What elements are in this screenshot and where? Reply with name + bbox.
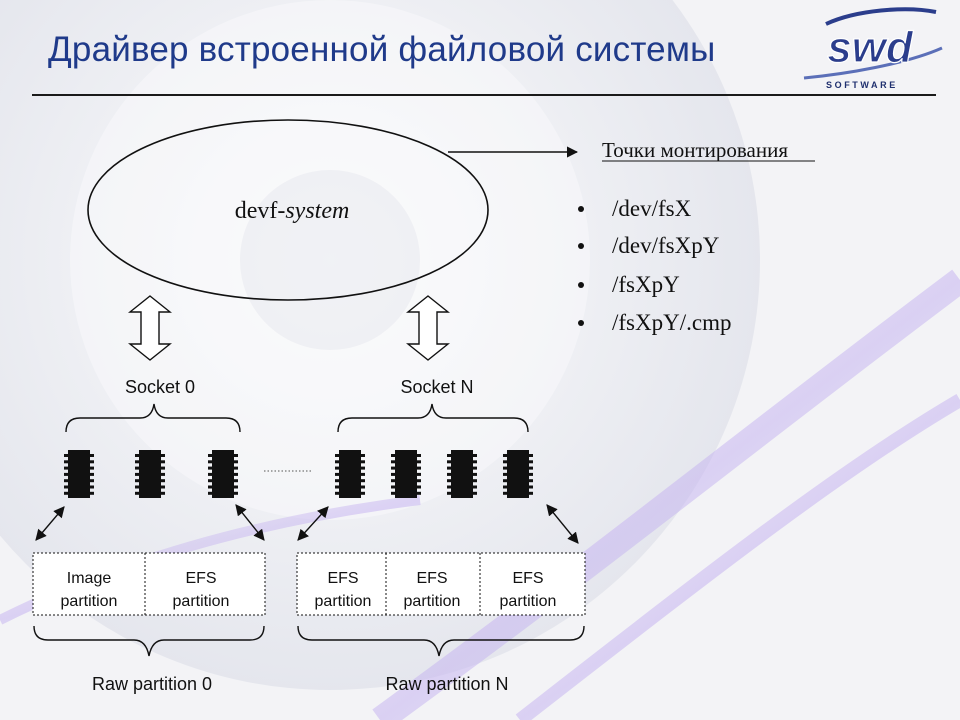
raw-partition-n-label: Raw partition N (385, 674, 508, 694)
devf-label-italic: system (285, 198, 349, 224)
memory-chip-icon (64, 450, 94, 498)
memory-chip-icon (391, 450, 421, 498)
partition-label-line2: partition (500, 593, 557, 610)
partition-label-line1: EFS (185, 570, 216, 587)
title-underline (32, 94, 936, 96)
raw-partition-n-box: EFS partition EFS partition EFS partitio… (296, 552, 586, 616)
mount-heading: Точки монтирования (602, 138, 788, 162)
socket-n-label: Socket N (400, 377, 473, 397)
svg-text:swd: swd (827, 23, 914, 72)
socket0-double-arrow (128, 295, 172, 361)
partition-label-line1: EFS (416, 570, 447, 587)
bullet-icon (578, 243, 584, 249)
partition-label-line2: partition (61, 593, 118, 610)
mount-point: /fsXpY/.cmp (612, 310, 731, 335)
partition-label-line2: partition (315, 593, 372, 610)
raw-partition-n-brace (297, 625, 585, 657)
memory-chip-icon (135, 450, 165, 498)
memory-chip-icon (208, 450, 238, 498)
left-inner-arrow (235, 504, 265, 541)
mount-point: /dev/fsX (612, 196, 692, 221)
swd-logo: swd (803, 7, 943, 80)
devf-label-plain: devf- (235, 198, 286, 224)
devf-system-ellipse (87, 119, 489, 301)
left-outer-arrow (35, 506, 65, 541)
partition-label-line1: EFS (327, 570, 358, 587)
mount-point: /fsXpY (612, 272, 680, 297)
right-inner-arrow (297, 506, 329, 541)
partition-box-frame (32, 552, 266, 616)
partition-label-line1: EFS (512, 570, 543, 587)
partition-label-line2: partition (173, 593, 230, 610)
partition-box-frame (296, 552, 586, 616)
raw-partition-0-label: Raw partition 0 (92, 674, 212, 694)
socketn-double-arrow (406, 295, 450, 361)
bullet-icon (578, 320, 584, 326)
socket-0-label: Socket 0 (125, 377, 195, 397)
memory-chip-icon (447, 450, 477, 498)
slide-title: Драйвер встроенной файловой системы (48, 30, 716, 69)
memory-chips (64, 450, 533, 498)
raw-partition-0-brace (33, 625, 265, 657)
mount-point: /dev/fsXpY (612, 233, 720, 258)
memory-chip-icon (335, 450, 365, 498)
bullet-icon (578, 206, 584, 212)
devf-system-label: devf-system (235, 198, 350, 224)
right-outer-arrow (546, 504, 579, 544)
memory-chip-icon (503, 450, 533, 498)
partition-label-line2: partition (404, 593, 461, 610)
mount-list: /dev/fsX /dev/fsXpY /fsXpY /fsXpY/.cmp (578, 196, 731, 335)
raw-partition-0-box: Image partition EFS partition (32, 552, 266, 616)
socket-0-brace (65, 403, 241, 433)
socket-n-brace (337, 403, 529, 433)
logo-caption: SOFTWARE (826, 80, 898, 90)
partition-label-line1: Image (67, 570, 112, 587)
bullet-icon (578, 282, 584, 288)
